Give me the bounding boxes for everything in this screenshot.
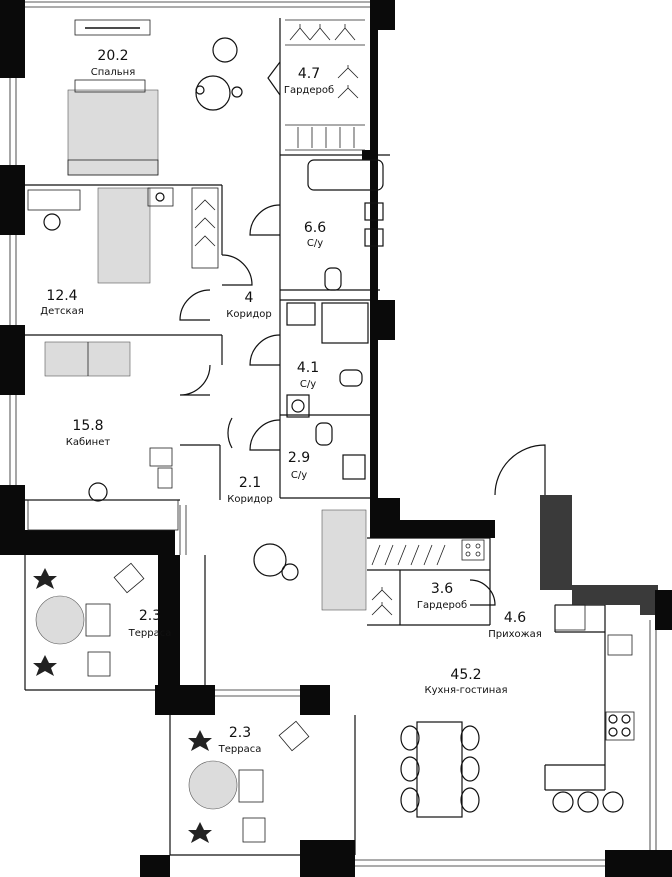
bed-icon <box>67 89 159 176</box>
plant-icon <box>188 822 212 843</box>
sink-icon <box>364 202 384 221</box>
room-name-wardrobe-2: Гардероб <box>417 600 467 611</box>
armchair-icon <box>87 651 111 677</box>
study-furniture <box>27 341 179 531</box>
chair-icon <box>88 482 108 502</box>
room-name-kids-room: Детская <box>40 306 83 317</box>
doors <box>179 61 546 606</box>
room-area-bathroom-1: 6.6 <box>304 220 326 236</box>
hanger-icon <box>337 85 359 99</box>
living-furniture <box>253 509 635 818</box>
room-area-kids-room: 12.4 <box>46 288 77 304</box>
terrace-1-furniture <box>33 562 145 677</box>
lounger-icon <box>85 603 111 637</box>
bathroom-fixtures <box>286 159 384 480</box>
hanger-icon <box>371 602 393 616</box>
room-name-corridor-2: Коридор <box>227 494 272 505</box>
parasol-icon <box>188 760 238 810</box>
terrace-2-furniture <box>188 720 310 843</box>
armchair-icon <box>242 817 266 843</box>
washing-machine-icon <box>286 394 310 418</box>
room-area-wardrobe-2: 3.6 <box>431 581 453 597</box>
hanger-icon <box>334 24 356 41</box>
room-name-bathroom-3: С/у <box>291 470 307 481</box>
toilet-icon <box>339 369 363 387</box>
stove-icon <box>605 711 635 741</box>
bed-icon <box>97 187 151 284</box>
hanger-icon <box>337 65 359 79</box>
chair-icon <box>43 213 61 231</box>
kids-wardrobe <box>191 187 219 269</box>
sink-icon <box>364 228 384 247</box>
room-area-bathroom-2: 4.1 <box>297 360 319 376</box>
hanger-icon <box>371 587 393 601</box>
room-name-wardrobe-1: Гардероб <box>284 85 334 96</box>
toilet-icon <box>315 422 333 446</box>
wardrobe-2-hangers <box>371 539 485 616</box>
hanger-icon <box>371 544 446 566</box>
room-area-hallway: 4.6 <box>504 610 526 626</box>
wardrobe-1-hangers <box>285 19 365 151</box>
room-name-bedroom: Спальня <box>91 67 136 78</box>
room-area-bathroom-3: 2.9 <box>288 450 310 466</box>
room-area-study: 15.8 <box>72 418 103 434</box>
sofa-icon <box>321 509 367 611</box>
parasol-icon <box>35 595 85 645</box>
room-name-terrace-2: Терраса <box>218 744 262 755</box>
armchair-icon <box>212 37 238 63</box>
table-icon <box>195 75 231 111</box>
hanger-icon <box>194 235 216 247</box>
table-icon <box>416 721 463 818</box>
room-area-corridor-1: 4 <box>245 290 254 306</box>
sink-icon <box>286 302 316 326</box>
sink-icon <box>342 454 366 480</box>
room-name-study: Кабинет <box>66 437 111 448</box>
plant-icon <box>188 730 212 751</box>
room-area-corridor-2: 2.1 <box>239 475 261 491</box>
room-name-kitchen-living: Кухня-гостиная <box>425 685 508 696</box>
toilet-icon <box>324 267 342 291</box>
room-name-corridor-1: Коридор <box>226 309 271 320</box>
room-area-wardrobe-1: 4.7 <box>298 66 320 82</box>
plant-icon <box>33 655 57 676</box>
hanger-icon <box>289 24 311 41</box>
room-area-bedroom: 20.2 <box>97 48 128 64</box>
room-area-terrace-1: 2.3 <box>139 608 161 624</box>
stove-icon <box>461 539 485 561</box>
room-name-bathroom-1: С/у <box>307 238 323 249</box>
room-name-terrace-1: Терраса <box>128 628 172 639</box>
room-name-bathroom-2: С/у <box>300 379 316 390</box>
armchair-icon <box>278 720 310 752</box>
table-icon <box>253 543 287 577</box>
bathtub-icon <box>307 159 384 191</box>
plant-icon <box>33 568 57 589</box>
room-area-kitchen-living: 45.2 <box>450 667 481 683</box>
room-area-terrace-2: 2.3 <box>229 725 251 741</box>
room-labels: 20.2 Спальня 4.7 Гардероб 6.6 С/у 4 Кори… <box>40 48 542 755</box>
hanger-icon <box>309 24 331 41</box>
room-name-hallway: Прихожая <box>488 629 542 640</box>
sofa-icon <box>44 341 131 377</box>
bedroom-furniture <box>67 19 243 176</box>
hanger-icon <box>194 217 216 229</box>
windows <box>9 1 657 867</box>
shower-icon <box>321 302 369 344</box>
kids-furniture <box>27 187 174 284</box>
hanger-icon <box>194 199 216 211</box>
armchair-icon <box>113 562 145 594</box>
lounger-icon <box>238 769 264 803</box>
